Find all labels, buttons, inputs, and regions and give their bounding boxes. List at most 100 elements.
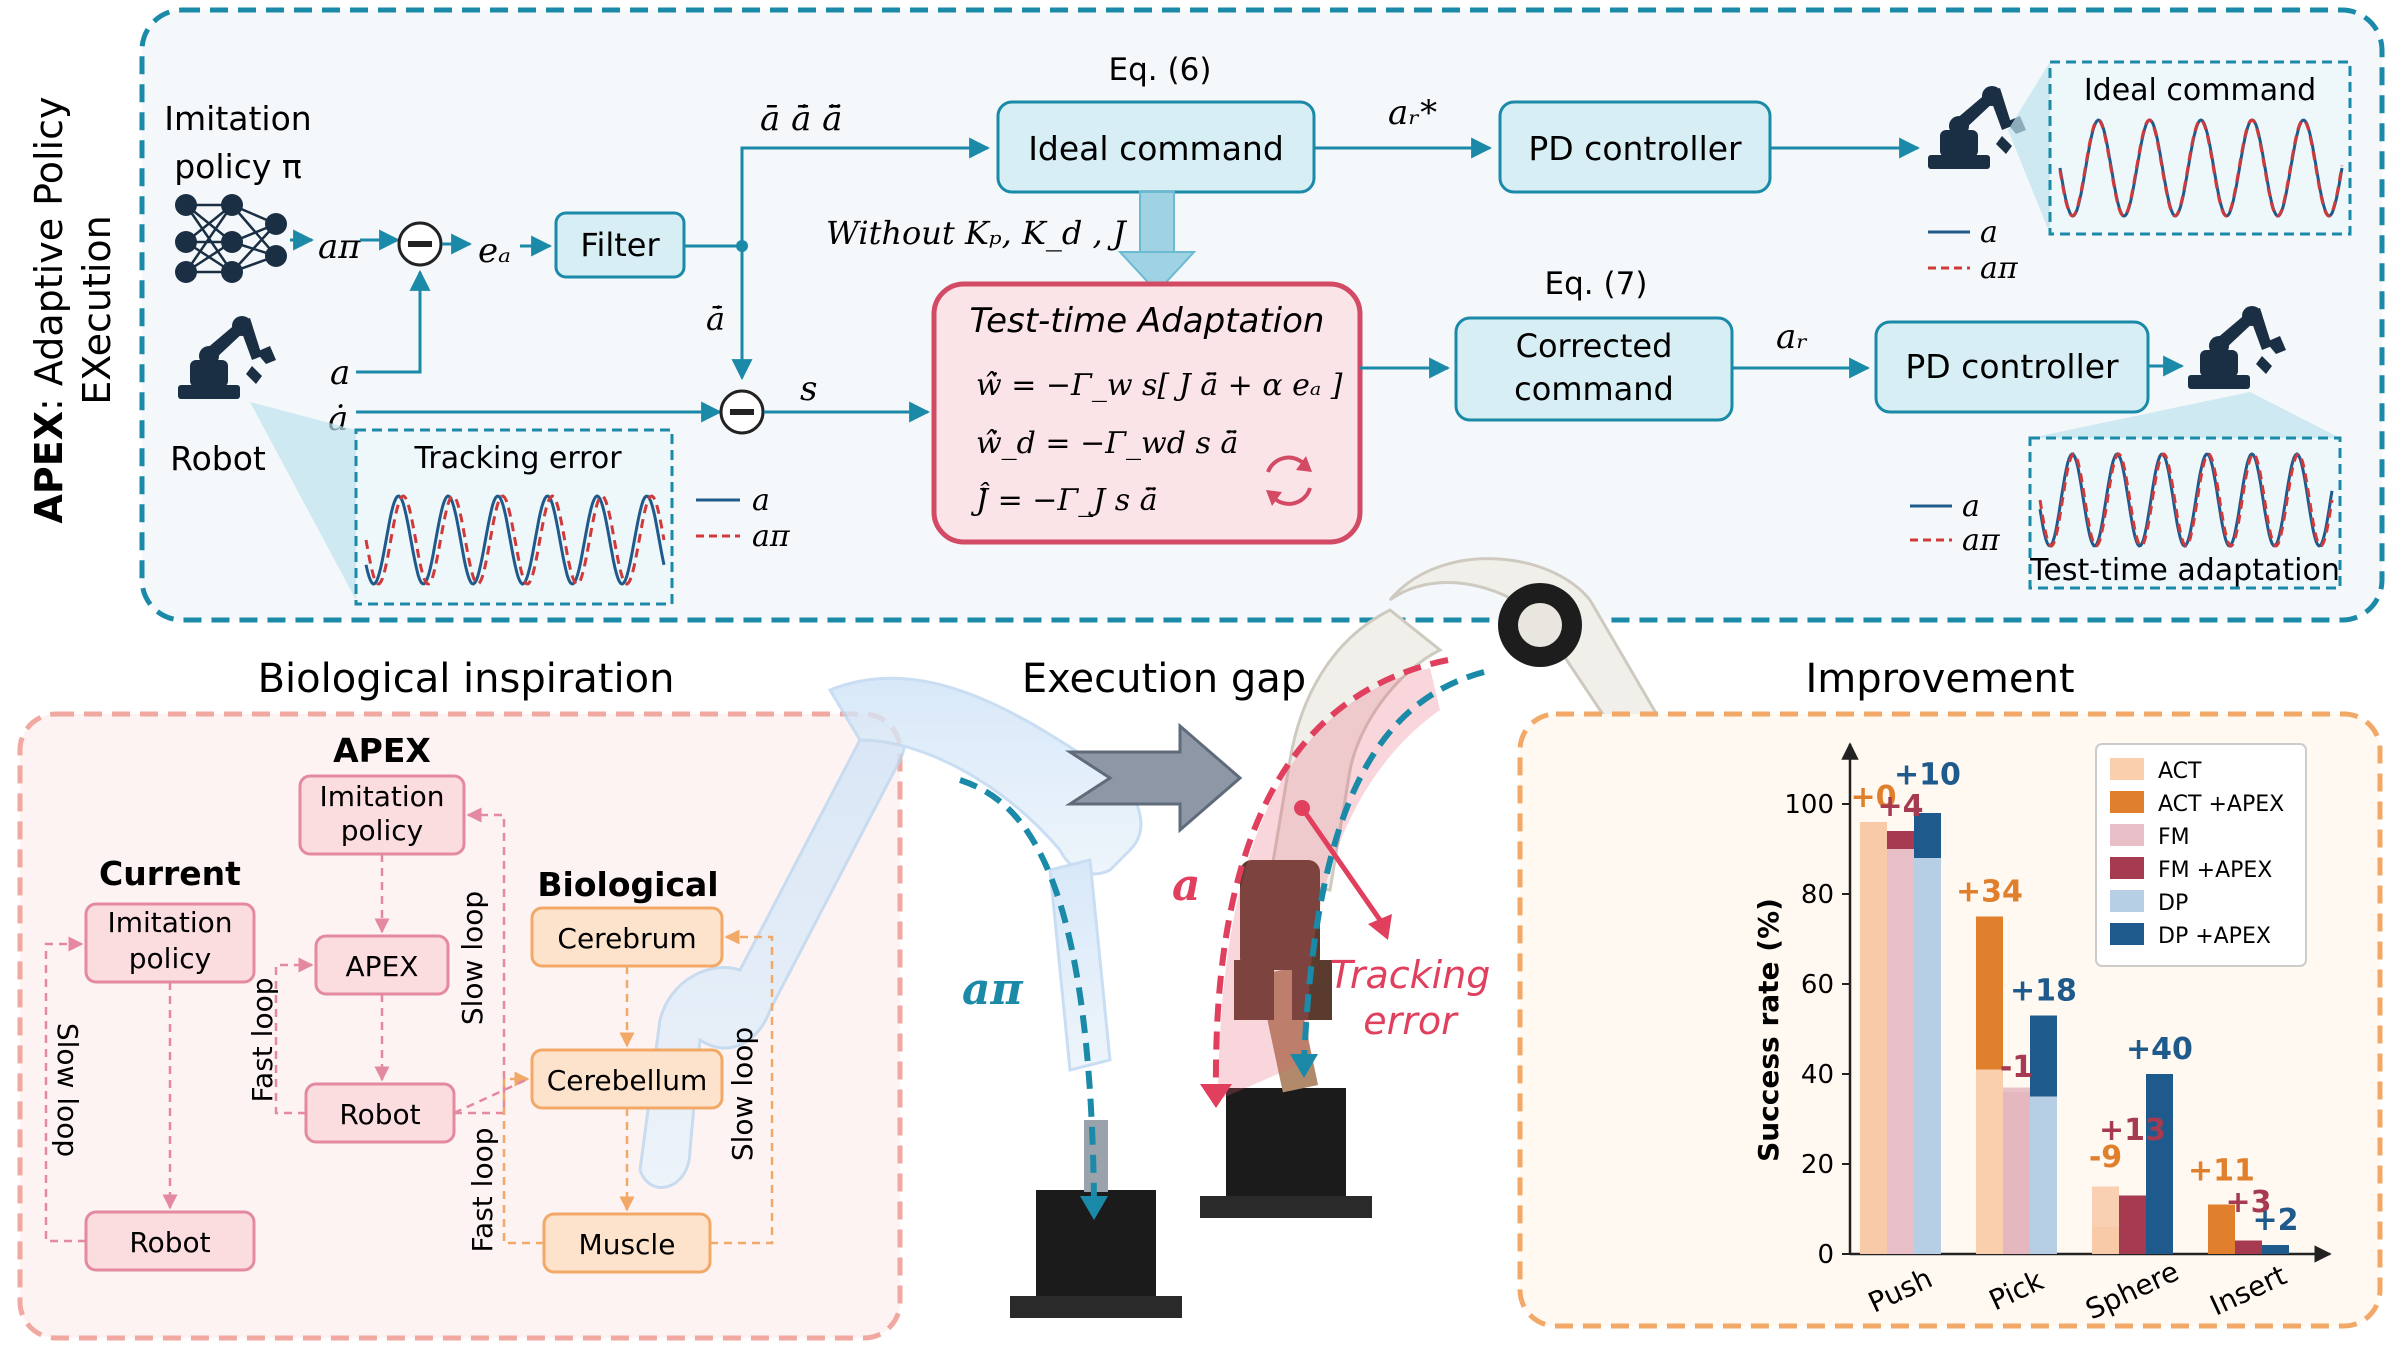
tracking-a-wave [364, 494, 666, 586]
tta-plot-title-bg [2032, 548, 2338, 586]
imitation-policy-label-1: Imitation [164, 99, 311, 138]
chart-delta-label: -1 [2000, 1050, 2033, 1085]
tracking-api-wave [364, 494, 666, 586]
apex-robot-label: Robot [339, 1098, 420, 1131]
chart-y-axis-label: Success rate (%) [1752, 898, 1785, 1162]
imitation-policy-label-2: policy π [174, 147, 302, 186]
tta-equation-1: ŵ̇ = −Γ_w s[ J ā̈ + α eₐ ] [976, 368, 1343, 403]
chart-y-tick-label: 100 [1784, 790, 1834, 820]
bar-act [1976, 1069, 2003, 1254]
ideal-to-tta-arrow [1117, 191, 1197, 294]
abar-to-ideal-arrow [740, 137, 991, 246]
bar-dpapex [2262, 1245, 2289, 1254]
bar-fm [1887, 849, 1914, 1254]
apex-fast-loop-arrow [274, 957, 314, 1115]
policy-path-a-pi [959, 777, 1097, 1201]
chart-delta-label: +4 [1877, 789, 1923, 824]
legend-api-label-1: aπ [752, 519, 791, 554]
without-gains-label: Without Kₚ, K_d , J [826, 214, 1128, 252]
tracking-error-title: Tracking error [413, 441, 622, 476]
gap-arrow-icon [1064, 722, 1243, 834]
legend-a-label-1: a [752, 483, 770, 518]
a-bar-dot-symbol: ā̇ [706, 300, 725, 338]
current-policy-label-2: policy [129, 942, 211, 975]
apex-policy-label-1: Imitation [319, 780, 444, 813]
actual-path-a [1212, 657, 1449, 1097]
right-policy-arrowhead [1290, 1054, 1318, 1078]
pd-controller-label-2: PD controller [1905, 347, 2119, 386]
chart-delta-label: -9 [2089, 1140, 2122, 1175]
bar-fmapex [2235, 1240, 2262, 1254]
pd-controller-label-1: PD controller [1528, 129, 1742, 168]
chart-delta-label: +3 [2225, 1185, 2271, 1220]
biological-title: Biological [537, 865, 718, 904]
chart-delta-label: +18 [2010, 974, 2077, 1009]
tta-api-wave [2038, 452, 2334, 548]
legend-label: DP +APEX [2158, 924, 2271, 949]
bio-panel-frame [17, 711, 903, 1341]
bio-slow-loop-arrow [710, 929, 774, 1245]
bar-fmapex [2119, 1195, 2146, 1254]
minus-node-1 [397, 221, 443, 267]
a-symbol: a [330, 353, 350, 393]
ideal-command-label: Ideal command [1028, 129, 1284, 168]
robot-arm-icon-right-2 [2188, 306, 2286, 389]
minus-node-2 [719, 389, 765, 435]
bar-fm [2003, 1087, 2030, 1254]
legend-label: ACT +APEX [2158, 792, 2284, 817]
robot-label: Robot [170, 439, 266, 478]
chart-delta-label: +11 [2188, 1154, 2255, 1189]
a-r-symbol: aᵣ [1776, 317, 1808, 357]
corrected-label-1: Corrected [1516, 327, 1673, 365]
left-pedestal [1010, 1120, 1182, 1318]
apex-slow-loop-arrow [454, 807, 506, 1115]
bio-fast-loop-label: Fast loop [466, 1128, 499, 1253]
apex-policy-label-2: policy [341, 814, 423, 847]
chart-delta-label: +0 [1850, 780, 1896, 815]
bar-dp [2030, 1096, 2057, 1254]
legend-swatch [2110, 824, 2144, 846]
ideal-api-wave [2058, 118, 2344, 218]
tta-equation-3: Ĵ̇ = −Γ_J s ā̈ [970, 482, 1158, 518]
tta-title: Test-time Adaptation [970, 301, 1325, 341]
apex-fast-loop-label: Fast loop [246, 978, 279, 1103]
tta-equation-2: ŵ̇_d = −Γ_wd s ā̈ [976, 426, 1238, 461]
chart-delta-label: +13 [2099, 1113, 2166, 1148]
bar-act [1860, 822, 1887, 1254]
improvement-section-title: Improvement [1805, 656, 2074, 702]
a-r-star-symbol: aᵣ* [1388, 93, 1437, 133]
right-policy-path [1301, 669, 1485, 1061]
legend-a-label-3: a [1962, 489, 1980, 524]
refresh-cycle-icon [1266, 455, 1312, 506]
eq6-label: Eq. (6) [1109, 52, 1212, 88]
chart-delta-label: +40 [2126, 1032, 2193, 1067]
tta-plot-callout [2030, 392, 2340, 438]
eq7-label: Eq. (7) [1545, 266, 1648, 302]
current-slow-loop-arrow [44, 936, 86, 1243]
current-slow-loop-label: Slow loop [51, 1023, 84, 1157]
legend-label: FM [2158, 825, 2190, 850]
apex-slow-loop-label: Slow loop [456, 891, 489, 1025]
chart-delta-label: +34 [1956, 875, 2023, 910]
gap-a-pi-label: aπ [962, 964, 1024, 1015]
corrected-label-2: command [1514, 370, 1674, 408]
ideal-command-plot [2048, 60, 2352, 236]
actual-path-arrowhead [1200, 1084, 1232, 1108]
a-pi-symbol: aπ [318, 227, 361, 267]
ideal-plot-callout [2008, 62, 2050, 234]
tracking-error-region [1218, 668, 1440, 1100]
tracking-error-arrow [1299, 806, 1383, 922]
legend-api-label-3: aπ [1962, 523, 2001, 558]
svg-text:APEX: Adaptive Policy: APEX: Adaptive Policy [27, 97, 71, 524]
legend-api-label-2: aπ [1980, 251, 2019, 286]
cerebrum-label: Cerebrum [557, 922, 696, 955]
chart-delta-label: +2 [2252, 1203, 2298, 1238]
chart-legend [2095, 743, 2307, 967]
bio-slow-loop-label: Slow loop [726, 1027, 759, 1161]
bio-fast-loop-arrow [502, 1071, 544, 1245]
current-policy-label-1: Imitation [107, 906, 232, 939]
tracking-error-plot [354, 428, 674, 606]
tracking-error-arrowhead [1368, 914, 1392, 940]
apex-title: APEX: Adaptive Policy EXecution [27, 97, 119, 524]
